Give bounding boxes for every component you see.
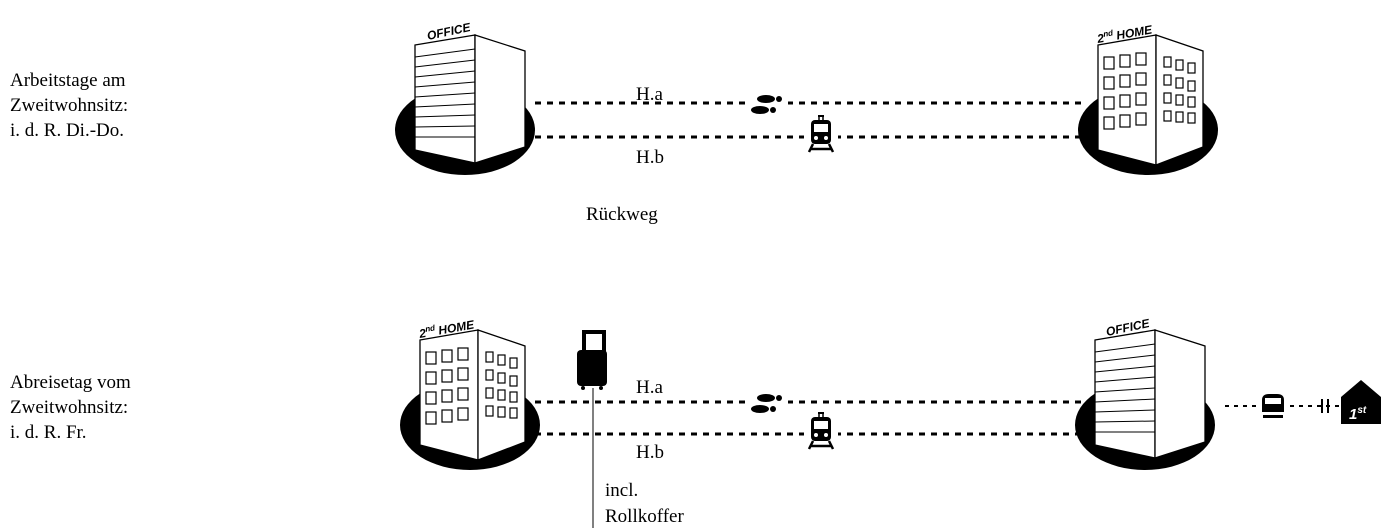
bottom-description: Abreisetag vom Zweitwohnsitz: i. d. R. F… [10, 370, 131, 445]
bottom-description-line: Abreisetag vom [10, 372, 131, 393]
bottom-office-building: OFFICE [1074, 316, 1216, 471]
bottom-description-line: i. d. R. Fr. [10, 422, 87, 443]
top-route-b-label: H.b [636, 147, 664, 168]
bottom-route-a-label: H.a [636, 377, 663, 398]
top-description: Arbeitstage am Zweitwohnsitz: i. d. R. D… [10, 68, 128, 143]
luggage-note: incl. Rollkoffer [605, 480, 684, 527]
top-route-a-label: H.a [636, 84, 663, 105]
top-description-line: Zweitwohnsitz: [10, 95, 129, 116]
high-speed-train-icon [1262, 394, 1284, 418]
top-caption: Rückweg [586, 204, 658, 225]
bottom-description-line: Zweitwohnsitz: [10, 397, 129, 418]
top-office-building: OFFICE [394, 20, 536, 176]
first-home-icon: 1st [1341, 380, 1381, 424]
first-home-badge: 1st [1349, 405, 1367, 423]
top-description-line: i. d. R. Di.-Do. [10, 120, 124, 141]
rolling-suitcase-icon [577, 330, 607, 390]
bottom-route-b-label: H.b [636, 442, 664, 463]
top-description-line: Arbeitstage am [10, 70, 126, 91]
